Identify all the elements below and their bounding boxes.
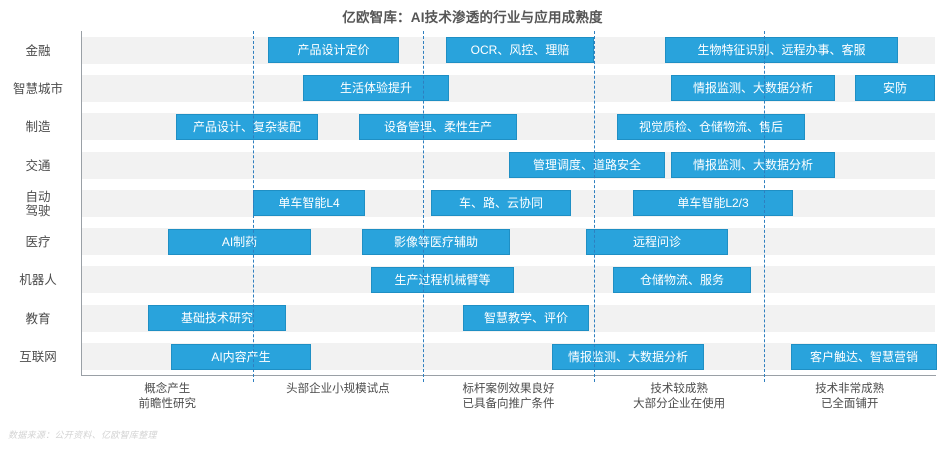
- y-axis-label-line: 驾驶: [25, 203, 51, 218]
- maturity-item-box[interactable]: 生物特征识别、远程办事、客服: [665, 37, 898, 64]
- y-axis-label-line: 金融: [25, 43, 51, 58]
- y-axis-label: 医疗: [0, 235, 76, 249]
- maturity-item-box[interactable]: 智慧教学、评价: [463, 305, 589, 332]
- y-axis-label: 教育: [0, 312, 76, 326]
- x-axis-stage-label-line: 技术非常成熟: [815, 383, 885, 395]
- x-axis-stage-label-line: 头部企业小规模试点: [286, 383, 390, 395]
- stage-divider: [764, 31, 766, 382]
- x-axis-stage-label: 技术非常成熟已全面铺开: [764, 382, 935, 412]
- y-axis-label: 自动驾驶: [0, 190, 76, 218]
- maturity-item-box[interactable]: 情报监测、大数据分析: [671, 152, 835, 178]
- stage-divider: [252, 31, 254, 382]
- y-axis-label: 交通: [0, 159, 76, 173]
- x-axis-stage-label-line: 已全面铺开: [820, 398, 879, 410]
- maturity-item-box[interactable]: 影像等医疗辅助: [362, 228, 510, 255]
- x-axis-stage-label-line: 前瞻性研究: [138, 398, 197, 410]
- maturity-item-box[interactable]: 单车智能L2/3: [633, 190, 793, 217]
- maturity-item-box[interactable]: 设备管理、柔性生产: [359, 113, 517, 140]
- stage-divider: [423, 31, 425, 382]
- maturity-item-box[interactable]: 产品设计定价: [268, 37, 399, 64]
- y-axis-label-line: 智慧城市: [12, 81, 63, 96]
- x-axis-stage-label: 技术较成熟大部分企业在使用: [594, 382, 765, 412]
- maturity-item-box[interactable]: 单车智能L4: [253, 190, 365, 217]
- y-axis-label-line: 教育: [25, 311, 51, 326]
- x-axis-stage-label: 头部企业小规模试点: [253, 382, 424, 397]
- x-axis-stage-label-line: 概念产生: [144, 383, 191, 395]
- stage-divider: [593, 31, 595, 382]
- maturity-item-box[interactable]: 仓储物流、服务: [613, 266, 751, 293]
- y-axis-label-line: 制造: [25, 120, 51, 135]
- y-axis-label-line: 自动: [25, 189, 51, 204]
- x-axis-stage-label: 标杆案例效果良好已具备向推广条件: [423, 382, 594, 412]
- source-footnote: 数据来源：公开资料、亿欧智库整理: [8, 430, 157, 440]
- maturity-item-box[interactable]: AI内容产生: [171, 343, 311, 370]
- maturity-item-box[interactable]: OCR、风控、理赔: [446, 37, 594, 64]
- x-axis-stage-label-line: 大部分企业在使用: [633, 398, 726, 410]
- y-axis-label: 机器人: [0, 273, 76, 287]
- maturity-item-box[interactable]: 车、路、云协同: [431, 190, 571, 217]
- y-axis-label-line: 医疗: [25, 235, 51, 250]
- maturity-item-box[interactable]: 远程问诊: [586, 228, 728, 255]
- maturity-item-box[interactable]: 安防: [855, 75, 935, 102]
- y-axis-label: 智慧城市: [0, 82, 76, 96]
- maturity-item-box[interactable]: 产品设计、复杂装配: [176, 113, 318, 140]
- maturity-item-box[interactable]: 生产过程机械臂等: [371, 266, 514, 293]
- maturity-item-box[interactable]: AI制药: [168, 228, 311, 255]
- y-axis-line: [81, 31, 82, 376]
- y-axis-label-line: 机器人: [19, 273, 57, 288]
- maturity-item-box[interactable]: 基础技术研究: [148, 305, 286, 332]
- x-axis-stage-label: 概念产生前瞻性研究: [82, 382, 253, 412]
- y-axis-label-line: 交通: [25, 158, 51, 173]
- x-axis-stage-label-line: 技术较成熟: [650, 383, 708, 395]
- x-axis-stage-label-line: 标杆案例效果良好: [462, 383, 555, 395]
- maturity-item-box[interactable]: 客户触达、智慧营销: [791, 343, 937, 370]
- y-axis-label-line: 互联网: [19, 350, 57, 364]
- y-axis-label: 金融: [0, 44, 76, 58]
- maturity-item-box[interactable]: 视觉质检、仓储物流、售后: [617, 113, 805, 140]
- y-axis-label: 互联网: [0, 350, 76, 364]
- x-axis-stage-label-line: 已具备向推广条件: [462, 398, 555, 410]
- page-title: 亿欧智库：AI技术渗透的行业与应用成熟度: [342, 10, 603, 25]
- maturity-item-box[interactable]: 情报监测、大数据分析: [671, 75, 835, 102]
- x-axis-line: [81, 375, 936, 376]
- y-axis-label: 制造: [0, 120, 76, 134]
- maturity-item-box[interactable]: 管理调度、道路安全: [509, 152, 665, 178]
- maturity-item-box[interactable]: 情报监测、大数据分析: [552, 343, 704, 370]
- maturity-item-box[interactable]: 生活体验提升: [303, 75, 449, 102]
